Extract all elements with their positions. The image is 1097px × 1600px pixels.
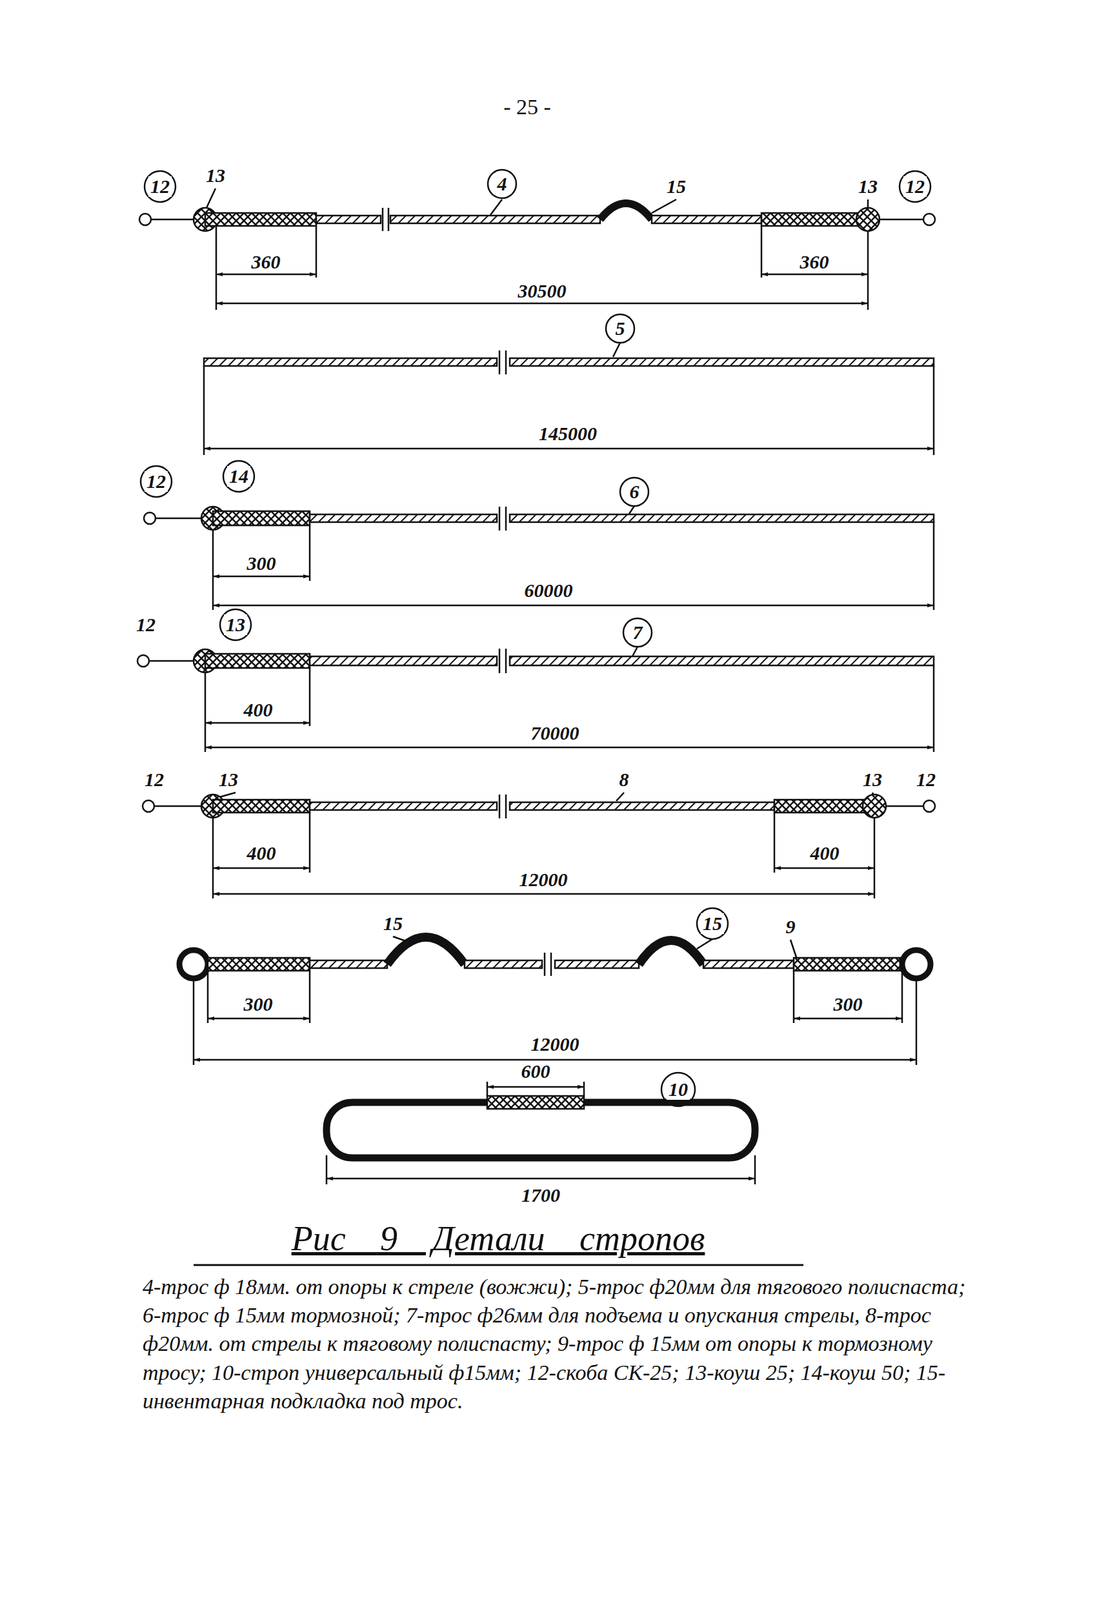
dimension-text: 60000: [522, 580, 575, 601]
dimension-text: 400: [241, 699, 275, 721]
callout-number: 7: [631, 622, 645, 643]
callout-number: 12: [148, 176, 172, 197]
callout-number: 12: [144, 471, 168, 492]
dimension-text: 12000: [517, 869, 570, 890]
dimension-text: 300: [831, 993, 865, 1015]
page-number: - 25 -: [501, 95, 554, 119]
callout-number: 14: [227, 465, 251, 487]
dimension-text: 360: [249, 251, 283, 273]
callout-number: 4: [495, 173, 510, 195]
callout-number: 8: [617, 769, 632, 790]
dimension-text: 300: [241, 993, 275, 1015]
callout-number: 13: [203, 165, 228, 186]
dimension-text: 30500: [516, 280, 569, 302]
dimension-text: 400: [808, 842, 842, 864]
callout-number: 15: [664, 176, 688, 197]
callout-number: 6: [627, 481, 642, 503]
dimension-text: 360: [798, 251, 832, 273]
callout-number: 9: [784, 916, 798, 937]
callout-number: 12: [142, 769, 166, 790]
callout-number: 10: [666, 1078, 690, 1100]
callout-number: 12: [903, 176, 927, 197]
callout-number: 12: [134, 614, 158, 635]
dimension-text: 12000: [529, 1033, 582, 1055]
dimension-text: 145000: [536, 423, 599, 444]
figure-caption: 4-трос ф 18мм. от опоры к стреле (вожжи)…: [142, 1272, 988, 1416]
callout-number: 13: [860, 769, 885, 790]
figure-title: Рис 9 Детали стропов: [291, 1219, 706, 1258]
callout-number: 13: [216, 769, 241, 790]
callout-number: 13: [856, 176, 880, 197]
dimension-text: 400: [245, 842, 279, 864]
dimension-text: 1700: [519, 1184, 563, 1206]
dimension-text: 70000: [529, 722, 582, 744]
callout-number: 12: [914, 769, 938, 790]
dimension-text: 600: [519, 1060, 553, 1082]
dimension-text: 300: [245, 553, 279, 574]
callout-number: 5: [613, 318, 628, 339]
callout-number: 15: [700, 913, 725, 934]
callout-number: 15: [381, 913, 405, 934]
callout-number: 13: [223, 614, 248, 635]
